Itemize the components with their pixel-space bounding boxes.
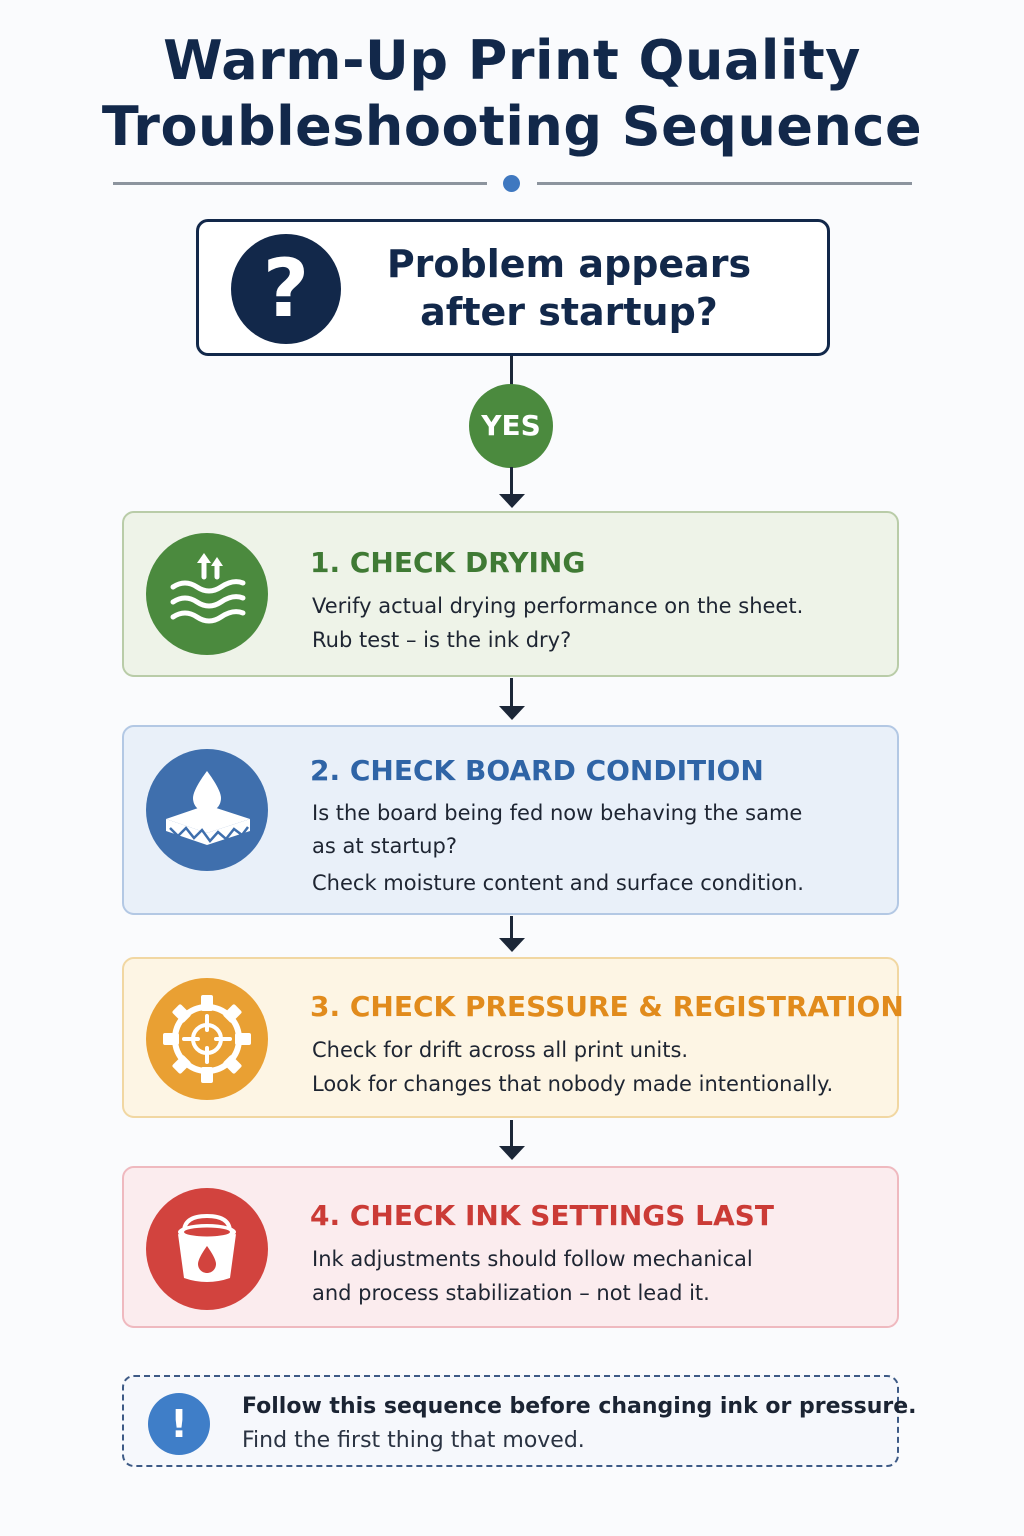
step-4-line-1: Ink adjustments should follow mechanical [312, 1247, 753, 1271]
question-line-2: after startup? [420, 290, 718, 334]
gear-crosshair-icon [146, 978, 268, 1100]
note-strong-text: Follow this sequence before changing ink… [242, 1394, 917, 1419]
page-title: Warm-Up Print Quality Troubleshooting Se… [0, 28, 1024, 160]
note-sub-text: Find the first thing that moved. [242, 1428, 585, 1453]
question-box: ? Problem appears after startup? [196, 219, 830, 356]
step-3-text: Check for drift across all print units. … [312, 1033, 833, 1101]
connector-step2-step3 [510, 916, 513, 940]
arrow-down-icon [499, 1146, 525, 1160]
step-4-line-2: and process stabilization – not lead it. [312, 1281, 710, 1305]
title-line-2: Troubleshooting Sequence [101, 95, 923, 158]
step-2-title: 2. CHECK BOARD CONDITION [310, 754, 764, 787]
title-divider-right [537, 182, 912, 185]
question-mark-icon: ? [231, 234, 341, 344]
step-2-line-2: as at startup? [312, 834, 457, 858]
step-4-title: 4. CHECK INK SETTINGS LAST [310, 1199, 774, 1232]
connector-step3-step4 [510, 1120, 513, 1148]
arrow-down-icon [499, 494, 525, 508]
ink-bucket-icon [146, 1188, 268, 1310]
step-1-line-1: Verify actual drying performance on the … [312, 594, 804, 618]
step-check-pressure-registration: 3. CHECK PRESSURE & REGISTRATION Check f… [122, 957, 904, 1118]
step-1-title: 1. CHECK DRYING [310, 546, 586, 579]
step-check-board-condition: 2. CHECK BOARD CONDITION Is the board be… [122, 725, 899, 915]
step-2-line-1: Is the board being fed now behaving the … [312, 801, 803, 825]
arrow-down-icon [499, 938, 525, 952]
connector-yes-step1 [510, 467, 513, 497]
connector-step1-step2 [510, 678, 513, 708]
step-check-drying: 1. CHECK DRYING Verify actual drying per… [122, 511, 899, 677]
arrow-down-icon [499, 706, 525, 720]
question-line-1: Problem appears [386, 242, 752, 286]
step-1-line-2: Rub test – is the ink dry? [312, 628, 572, 652]
title-divider-dot [503, 175, 520, 192]
step-3-line-1: Check for drift across all print units. [312, 1038, 689, 1062]
exclamation-icon: ! [148, 1393, 210, 1455]
connector-question-yes [510, 356, 513, 386]
step-1-text: Verify actual drying performance on the … [312, 589, 803, 657]
step-2-line-3: Check moisture content and surface condi… [312, 871, 804, 895]
step-4-text: Ink adjustments should follow mechanical… [312, 1242, 753, 1310]
drying-heat-waves-icon [146, 533, 268, 655]
sequence-note: ! Follow this sequence before changing i… [122, 1375, 917, 1467]
title-line-1: Warm-Up Print Quality [163, 29, 861, 92]
board-moisture-drop-icon [146, 749, 268, 871]
title-divider-left [113, 182, 487, 185]
step-3-title: 3. CHECK PRESSURE & REGISTRATION [310, 990, 904, 1023]
step-2-text: Is the board being fed now behaving the … [312, 797, 804, 900]
question-text: Problem appears after startup? [359, 240, 779, 336]
yes-badge: YES [469, 384, 553, 468]
step-check-ink-settings: 4. CHECK INK SETTINGS LAST Ink adjustmen… [122, 1166, 899, 1328]
step-3-line-2: Look for changes that nobody made intent… [312, 1072, 834, 1096]
